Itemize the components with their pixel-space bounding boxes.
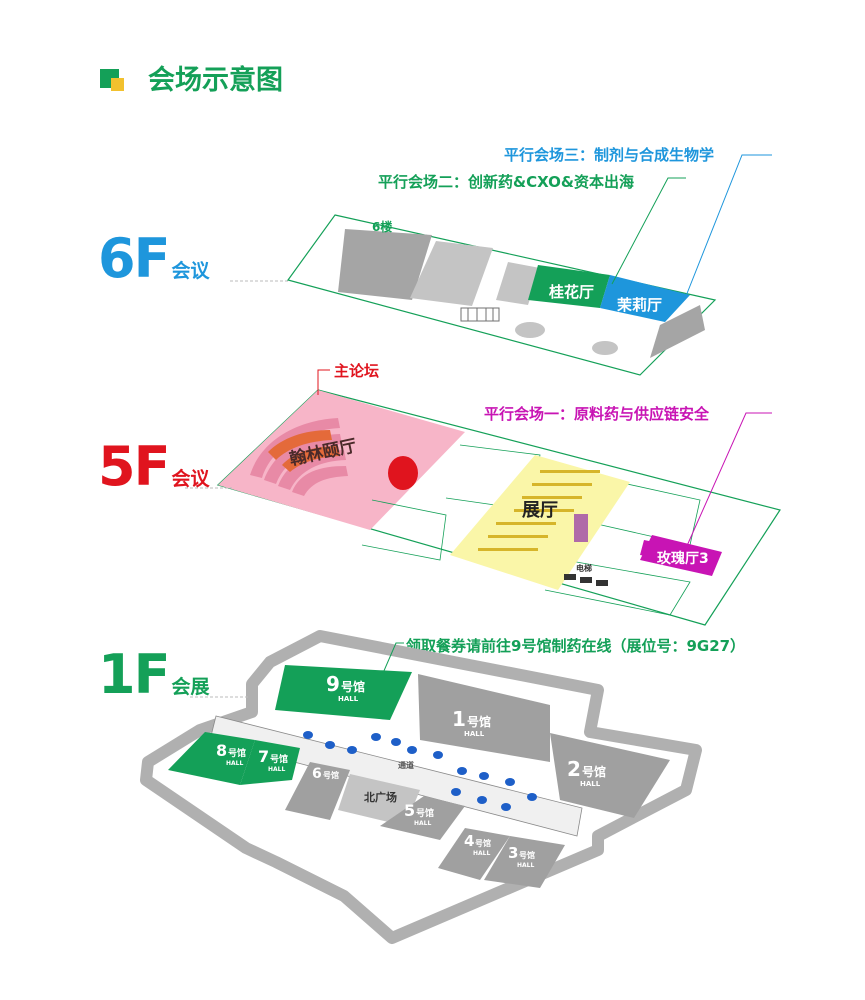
hall-2-suffix: 号馆 <box>582 764 606 779</box>
leader-moli <box>685 154 772 297</box>
hall-8-number: 8 <box>216 741 227 760</box>
callout-meal-voucher: 领取餐券请前往9号馆制药在线（展位号：9G27） <box>406 637 746 655</box>
leader-meal-voucher <box>379 642 404 681</box>
hall-7-number: 7 <box>258 747 269 766</box>
hall-5-en: HALL <box>414 820 431 827</box>
floor-level-1f: 1F <box>98 643 170 706</box>
page-title-text: 会场示意图 <box>148 65 283 96</box>
hall-7 <box>240 740 300 785</box>
floor-type-6f: 会议 <box>171 260 210 282</box>
hall-8 <box>168 732 255 785</box>
hall-3-suffix: 号馆 <box>519 850 535 860</box>
hall-6 <box>285 762 350 820</box>
hall-2 <box>550 733 670 818</box>
leader-rose <box>685 412 772 549</box>
hall-3-number: 3 <box>508 844 518 862</box>
room-guihua <box>528 265 610 308</box>
hall-7-en: HALL <box>268 766 285 773</box>
room-moli <box>600 275 690 322</box>
hall-9 <box>275 665 412 720</box>
hall-8-suffix: 号馆 <box>228 747 246 759</box>
callout-guihua-hall: 平行会场二：创新药&CXO&资本出海 <box>378 173 634 191</box>
room-moli-label: 茉莉厅 <box>617 296 662 314</box>
room-rose <box>640 535 722 576</box>
floor-level-5f: 5F <box>98 435 170 498</box>
leader-guihua <box>611 177 686 285</box>
hall-4-number: 4 <box>464 832 474 850</box>
floor-5f-plan <box>216 389 781 626</box>
hall-6-number: 6 <box>312 766 322 782</box>
hall-2-number: 2 <box>567 757 581 781</box>
hall-9-suffix: 号馆 <box>341 679 365 694</box>
hall-3-en: HALL <box>517 862 534 869</box>
callout-main-forum: 主论坛 <box>334 362 380 380</box>
hall-6-suffix: 号馆 <box>323 770 339 780</box>
hall-9-number: 9 <box>326 672 340 696</box>
floor-level-6f: 6F <box>98 227 170 290</box>
hall-1-en: HALL <box>464 730 485 738</box>
hall-8-en: HALL <box>226 760 243 767</box>
hall-4-en: HALL <box>473 850 490 857</box>
corridor-label: 通道 <box>398 760 414 770</box>
hall-1-suffix: 号馆 <box>467 714 491 729</box>
hall-7-suffix: 号馆 <box>270 753 288 765</box>
callout-rose-hall: 平行会场一：原料药与供应链安全 <box>484 405 710 423</box>
hall-1-number: 1 <box>452 707 466 731</box>
room-guihua-label: 桂花厅 <box>548 283 594 301</box>
floor-6f-plan <box>287 214 717 376</box>
north-square-label: 北广场 <box>364 790 397 804</box>
floor-6f-tag: 6楼 <box>372 219 392 234</box>
hall-5 <box>380 796 465 840</box>
floor-1f-plan <box>140 630 702 944</box>
title-square-accent-icon <box>111 78 124 91</box>
callout-moli-hall: 平行会场三：制剂与合成生物学 <box>504 146 715 164</box>
hall-3 <box>484 836 565 888</box>
floor-type-5f: 会议 <box>171 468 210 490</box>
floor-type-1f: 会展 <box>171 676 210 698</box>
hall-4-suffix: 号馆 <box>475 838 491 848</box>
hall-5-suffix: 号馆 <box>416 807 434 819</box>
hall-1 <box>418 674 550 762</box>
hall-2-en: HALL <box>580 780 601 788</box>
leader-main-forum <box>317 369 330 395</box>
room-exhibit-label: 展厅 <box>522 500 558 521</box>
room-rose-label: 玫瑰厅3 <box>657 550 709 567</box>
hall-5-number: 5 <box>404 801 415 820</box>
hall-4 <box>438 828 510 880</box>
elevator-label: 电梯 <box>576 563 592 573</box>
hall-9-en: HALL <box>338 695 359 703</box>
